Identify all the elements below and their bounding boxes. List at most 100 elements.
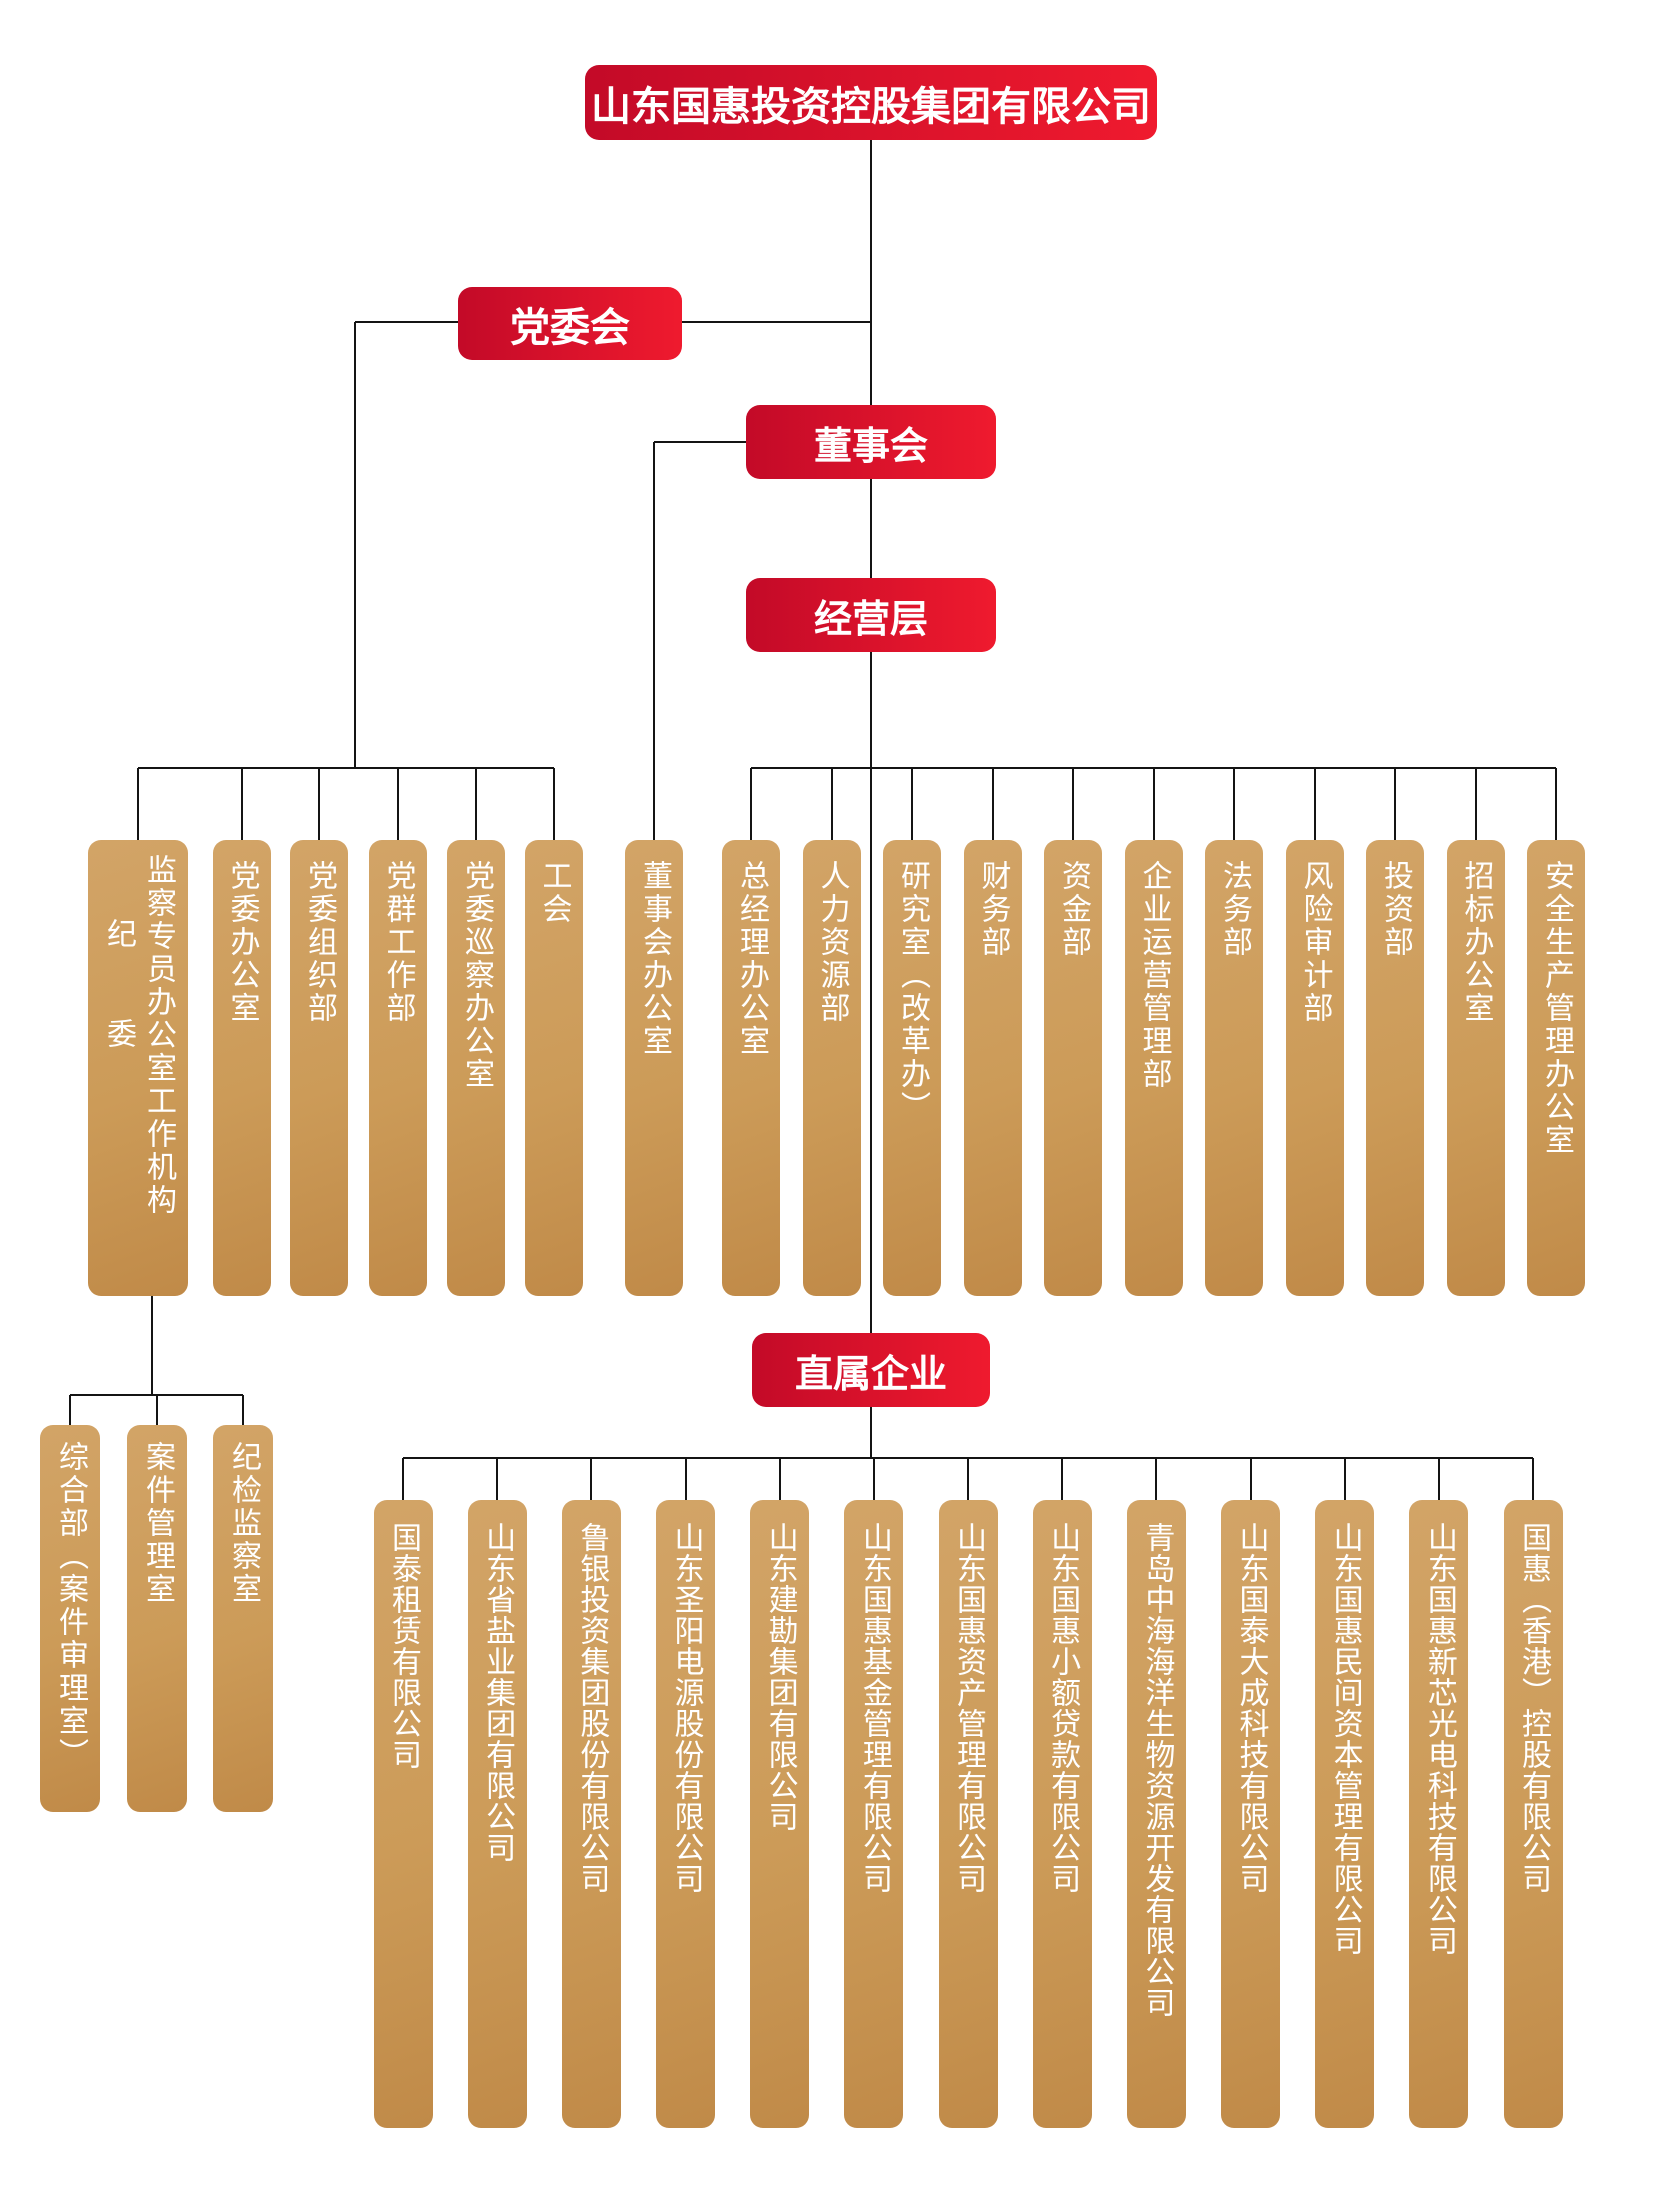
management-level-label: 经营层: [813, 598, 928, 641]
connector-line: [354, 322, 356, 768]
direct-enterprises-node: 直属企业: [752, 1333, 990, 1407]
company-box: 山东国惠小额贷款有限公司: [1032, 1500, 1092, 2128]
dept-box: 党委组织部: [290, 840, 348, 1296]
sub-office-box: 纪检监察室: [213, 1425, 273, 1812]
node-label: 工会: [537, 860, 571, 926]
node-label: 董事会办公室: [638, 860, 671, 1058]
node-label: 企业运营管理部: [1137, 860, 1171, 1091]
sub-office-box: 综合部（案件审理室）: [40, 1425, 100, 1812]
node-label: 山东国惠民间资本管理有限公司: [1328, 1522, 1362, 1956]
connector-line: [1233, 768, 1235, 842]
company-box: 山东国惠基金管理有限公司: [844, 1500, 904, 2128]
node-label: 山东国惠资产管理有限公司: [952, 1522, 985, 1894]
connector-line: [590, 1458, 593, 1502]
dept-box: 资金部: [1044, 840, 1102, 1296]
dept-box: 人力资源部: [802, 840, 861, 1296]
board-of-directors-node: 董事会: [746, 405, 996, 479]
node-label: 案件管理室: [141, 1441, 174, 1606]
connector-line: [682, 321, 871, 323]
direct-enterprises-label: 直属企业: [794, 1353, 947, 1396]
node-label: 投资部: [1379, 860, 1412, 959]
company-box: 山东国惠民间资本管理有限公司: [1315, 1500, 1375, 2128]
dept-box: 企业运营管理部: [1124, 840, 1183, 1296]
connector-line: [318, 768, 320, 842]
root-company-node: 山东国惠投资控股集团有限公司: [585, 65, 1157, 140]
connector-line: [684, 1458, 687, 1502]
management-level-node: 经营层: [746, 578, 996, 652]
node-label: 纪检监察室: [227, 1441, 260, 1606]
node-label: 法务部: [1218, 860, 1251, 959]
dept-box: 风险审计部: [1285, 840, 1344, 1296]
node-label: 资金部: [1057, 860, 1090, 959]
dept-box: 党委办公室: [212, 840, 271, 1296]
sub-office-box: 案件管理室: [127, 1425, 187, 1812]
node-label: 党群工作部: [381, 860, 415, 1025]
node-label: 党委办公室: [225, 860, 259, 1025]
node-label: 山东国泰大成科技有限公司: [1234, 1522, 1268, 1894]
node-label: 监察专员办公室工作机构: [142, 854, 175, 1217]
connector-line: [778, 1458, 781, 1502]
dept-box: 安全生产管理办公室: [1527, 840, 1585, 1296]
connector-line: [552, 768, 555, 842]
connector-line: [1474, 768, 1477, 842]
connector-line: [151, 1296, 153, 1395]
connector-line: [1249, 1458, 1252, 1502]
connector-line: [870, 652, 872, 1333]
node-label: 综合部（案件审理室）: [54, 1441, 87, 1771]
dept-box: 党委巡察办公室: [447, 840, 505, 1296]
dept-box: 纪委监察专员办公室工作机构: [88, 840, 188, 1296]
node-label: 国惠（香港）控股有限公司: [1517, 1522, 1550, 1894]
node-label: 风险审计部: [1298, 860, 1332, 1025]
dept-box: 总经理办公室: [722, 840, 780, 1296]
node-label: 山东省盐业集团有限公司: [481, 1522, 515, 1863]
node-label: 青岛中海海洋生物资源开发有限公司: [1140, 1522, 1174, 2018]
company-box: 国惠（香港）控股有限公司: [1503, 1500, 1563, 2128]
dept-box: 工会: [524, 840, 583, 1296]
connector-line: [1313, 768, 1316, 842]
dept-box: 财务部: [963, 840, 1022, 1296]
company-box: 山东圣阳电源股份有限公司: [656, 1500, 715, 2128]
connector-line: [1555, 768, 1557, 842]
connector-line: [1152, 768, 1155, 842]
node-label: 研究室（改革办）: [896, 860, 929, 1124]
dept-box: 党群工作部: [368, 840, 427, 1296]
root-company-label: 山东国惠投资控股集团有限公司: [591, 84, 1151, 129]
node-label: 山东国惠基金管理有限公司: [857, 1522, 891, 1894]
company-box: 山东国惠新芯光电科技有限公司: [1409, 1500, 1469, 2128]
connector-line: [1061, 1458, 1064, 1502]
company-box: 国泰租赁有限公司: [373, 1500, 433, 2128]
node-label: 人力资源部: [815, 860, 849, 1025]
connector-line: [1437, 1458, 1440, 1502]
connector-line: [402, 1458, 404, 1502]
connector-line: [69, 1395, 71, 1427]
node-label: 招标办公室: [1459, 860, 1493, 1025]
dept-box: 法务部: [1205, 840, 1263, 1296]
connector-line: [475, 768, 477, 842]
node-label: 总经理办公室: [735, 860, 768, 1058]
party-committee-node: 党委会: [458, 287, 682, 360]
node-label: 国泰租赁有限公司: [387, 1522, 420, 1770]
party-committee-label: 党委会: [510, 305, 630, 350]
connector-line: [156, 1395, 158, 1427]
node-label: 财务部: [976, 860, 1010, 959]
connector-line: [1532, 1458, 1534, 1502]
connector-line: [242, 1395, 244, 1427]
node-label: 山东建勘集团有限公司: [763, 1522, 797, 1832]
node-label: 纪委: [102, 918, 135, 1118]
company-box: 山东省盐业集团有限公司: [467, 1500, 527, 2128]
node-label: 党委组织部: [303, 860, 336, 1025]
connector-line: [1155, 1458, 1158, 1502]
company-box: 山东建勘集团有限公司: [750, 1500, 810, 2128]
connector-line: [355, 321, 458, 323]
company-box: 山东国惠资产管理有限公司: [938, 1500, 998, 2128]
connector-line: [138, 767, 554, 769]
connector-line: [396, 768, 399, 842]
connector-line: [750, 768, 752, 842]
company-box: 山东国泰大成科技有限公司: [1221, 1500, 1280, 2128]
node-label: 山东圣阳电源股份有限公司: [669, 1522, 703, 1894]
connector-line: [872, 1458, 875, 1502]
dept-box: 研究室（改革办）: [883, 840, 941, 1296]
connector-line: [870, 479, 872, 578]
connector-line: [1072, 768, 1074, 842]
